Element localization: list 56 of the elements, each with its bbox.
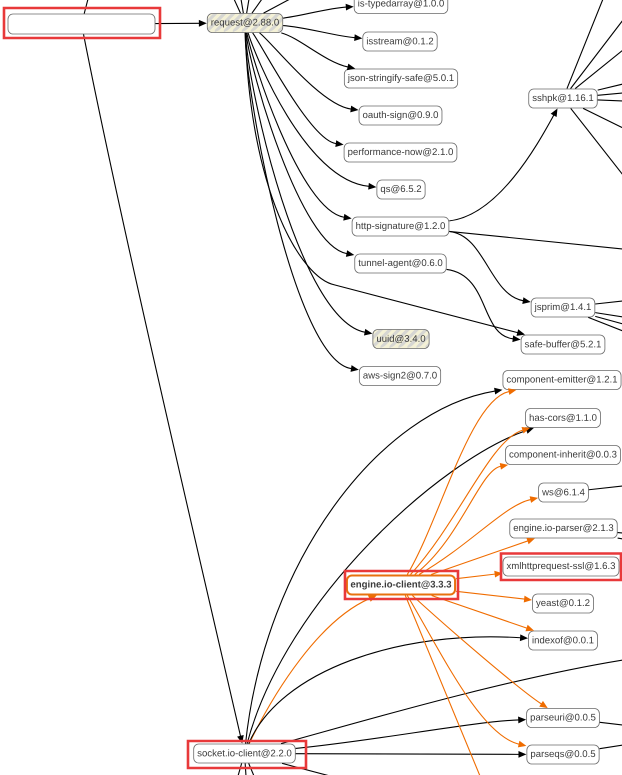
connector-line bbox=[263, 0, 290, 14]
connector-line bbox=[240, 0, 244, 14]
package-box: sshpk@1.16.1 bbox=[528, 88, 598, 108]
connector-line bbox=[404, 595, 480, 775]
connector-line bbox=[237, 763, 242, 775]
connector-line bbox=[588, 485, 622, 490]
connector-line bbox=[570, 20, 622, 89]
connector-line bbox=[582, 108, 622, 128]
package-box: parseuri@0.0.5 bbox=[526, 708, 600, 728]
connector-line bbox=[618, 538, 622, 540]
package-box: yeast@0.1.2 bbox=[532, 594, 594, 614]
connector-line bbox=[234, 0, 241, 14]
package-box: performance-now@2.1.0 bbox=[344, 142, 458, 162]
package-box: engine.io-parser@2.1.3 bbox=[509, 518, 618, 538]
package-box: qs@6.5.2 bbox=[376, 180, 426, 200]
package-box: socket.io-client@2.2.0 bbox=[193, 744, 296, 764]
package-box: indexof@0.0.1 bbox=[528, 630, 598, 650]
package-box: tunnel-agent@0.6.0 bbox=[354, 254, 447, 274]
connector-line bbox=[598, 92, 622, 96]
package-box: http-signature@1.2.0 bbox=[352, 216, 450, 236]
package-box: safe-buffer@5.2.1 bbox=[520, 334, 606, 354]
package-box: uuid@3.4.0 bbox=[372, 329, 430, 349]
package-box: component-emitter@1.2.1 bbox=[502, 370, 622, 390]
connector-line bbox=[618, 532, 622, 534]
connector-line bbox=[252, 0, 262, 14]
package-box: aws-sign2@0.7.0 bbox=[358, 366, 442, 386]
package-box: xmlhttprequest-ssl@1.6.3 bbox=[502, 556, 620, 576]
package-box: engine.io-client@3.3.3 bbox=[346, 574, 456, 596]
package-box: isstream@0.1.2 bbox=[362, 32, 438, 52]
package-box: ws@6.1.4 bbox=[538, 482, 589, 502]
connector-line bbox=[595, 312, 622, 318]
connector-line bbox=[246, 0, 250, 14]
connector-line bbox=[574, 50, 622, 90]
connector-line bbox=[595, 300, 622, 305]
connector-line bbox=[599, 744, 622, 750]
package-box: request@2.88.0 bbox=[206, 13, 284, 33]
connector-line bbox=[600, 722, 622, 726]
package-box: jsprim@1.4.1 bbox=[530, 298, 596, 318]
connector-line bbox=[84, 0, 89, 14]
package-box: json-stringify-safe@5.0.1 bbox=[344, 68, 458, 88]
package-box: parseqs@0.0.5 bbox=[526, 744, 600, 764]
package-box: component-inherit@0.0.3 bbox=[505, 445, 621, 465]
connector-line bbox=[566, 0, 604, 89]
package-box: oauth-sign@0.9.0 bbox=[358, 106, 442, 126]
connector-line bbox=[570, 108, 622, 176]
connector-line bbox=[598, 99, 622, 102]
connector-line bbox=[244, 763, 247, 775]
connector-line bbox=[595, 316, 622, 325]
connector-line bbox=[449, 230, 622, 250]
connector-line bbox=[588, 316, 622, 332]
package-box: is-typedarray@1.0.0 bbox=[354, 0, 448, 14]
package-box bbox=[8, 14, 156, 34]
connector-line bbox=[248, 763, 254, 775]
package-box: has-cors@1.1.0 bbox=[525, 408, 601, 428]
connector-line bbox=[598, 83, 622, 91]
connector-line bbox=[280, 659, 622, 744]
